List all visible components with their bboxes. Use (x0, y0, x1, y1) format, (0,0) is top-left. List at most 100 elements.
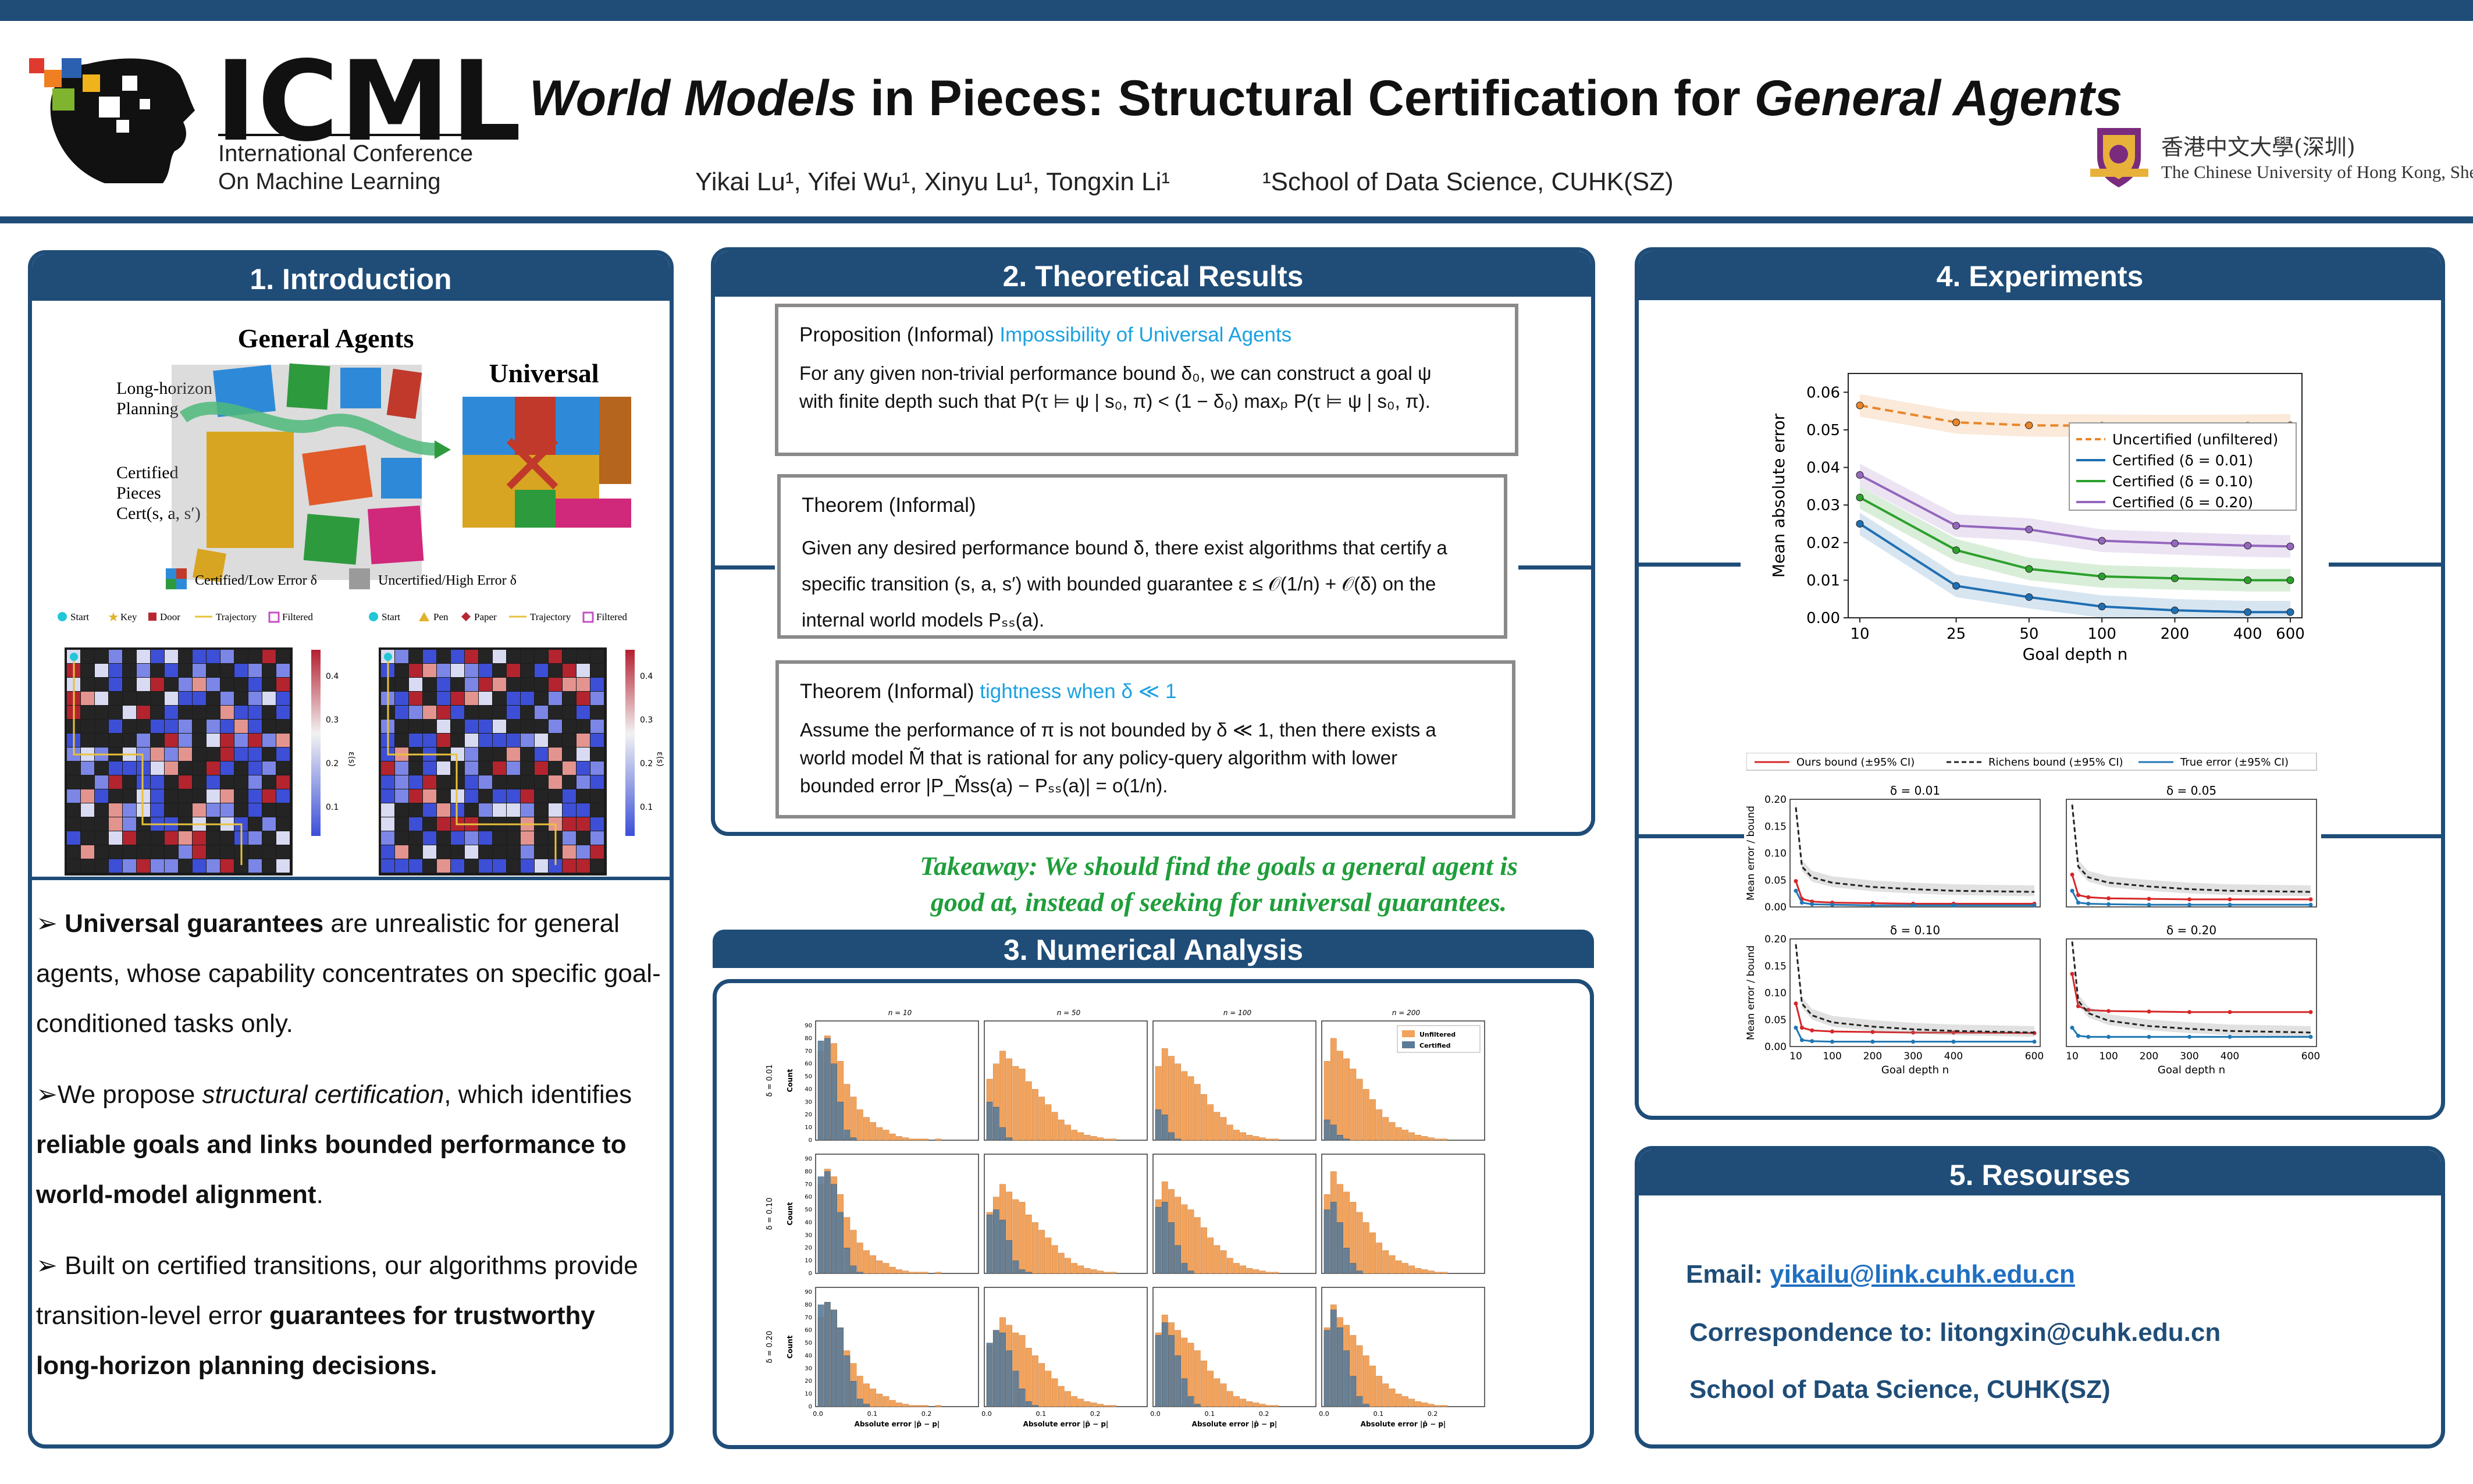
maze-cell (549, 803, 562, 817)
hist-bar-certified (1343, 1350, 1350, 1407)
hist-bar-unfiltered (921, 1272, 928, 1274)
maze-cell (577, 859, 590, 873)
hist-bar-unfiltered (909, 1138, 916, 1141)
mae-point (1952, 522, 1960, 530)
maze-cell (437, 803, 450, 817)
email-link[interactable]: yikailu@link.cuhk.edu.cn (1770, 1260, 2075, 1289)
maze-cell (248, 720, 262, 733)
hist-bar-unfiltered (1025, 1081, 1032, 1141)
maze-cell (95, 803, 108, 817)
mae-point (2170, 606, 2179, 614)
maze-cell (590, 720, 604, 733)
maze-cell (165, 664, 178, 677)
hist-bar-unfiltered (1194, 1217, 1201, 1274)
hist-ytick: 0 (809, 1271, 812, 1277)
maze-cell (151, 748, 164, 761)
maze-cell (465, 734, 478, 747)
hist-row-label: δ = 0.10 (766, 1197, 774, 1230)
theorem1-line2: specific transition (s, a, s′) with boun… (802, 573, 1436, 595)
hist-bar-certified (1187, 1396, 1194, 1407)
maze-cell (151, 734, 164, 747)
maze-cell (563, 650, 576, 663)
hist-bar-certified (831, 1309, 837, 1407)
maze-cell (123, 803, 136, 817)
eb-xtick-label: 600 (2301, 1051, 2320, 1062)
hist-bar-certified (1356, 1271, 1363, 1274)
resources-panel: 5. Resourses (1635, 1146, 2445, 1449)
maze-cell (535, 678, 548, 691)
maze-cell (67, 775, 80, 789)
maze-cell (590, 761, 604, 775)
maze-cell (137, 650, 150, 663)
hist-bar-unfiltered (1058, 1386, 1065, 1407)
hist-bar-unfiltered (1240, 1265, 1247, 1274)
mae-xlabel: Goal depth n (2023, 645, 2128, 664)
mae-point (2286, 608, 2294, 616)
mae-ytick-label: 0.02 (1806, 535, 1840, 552)
maze-cell (193, 748, 206, 761)
eb-point (2107, 1034, 2111, 1039)
hist-bar-unfiltered (1012, 1066, 1019, 1141)
maze-cell (507, 845, 520, 859)
hist-bar-unfiltered (1032, 1222, 1038, 1274)
maze-cell (493, 789, 506, 803)
legend-uncertified: Uncertified/High Error δ (378, 573, 517, 588)
title-part-3: General Agents (1754, 70, 2123, 126)
hist-bar-certified (999, 1332, 1006, 1407)
hist-bar-unfiltered (1019, 1202, 1026, 1274)
hist-bar-unfiltered (1369, 1099, 1376, 1141)
maze-cell (479, 650, 492, 663)
hist-bar-unfiltered (876, 1393, 883, 1407)
eb-point (1870, 1030, 1875, 1034)
exp-connector-r1 (2329, 563, 2442, 567)
hist-bar-unfiltered (1201, 1094, 1207, 1141)
maze-cell (507, 789, 520, 803)
svg-text:★: ★ (108, 610, 119, 624)
maze-cell (479, 789, 492, 803)
hist-bar-unfiltered (1441, 1138, 1448, 1141)
maze-cell (423, 650, 436, 663)
hist-bar-unfiltered (1356, 1079, 1363, 1141)
maze-cell (535, 720, 548, 733)
eb-ytick-label: 0.15 (1764, 960, 1787, 972)
maze-cell (381, 789, 394, 803)
maze-cell (109, 789, 122, 803)
eb-point (1951, 1030, 1956, 1035)
maze-cell (67, 761, 80, 775)
maze-cell (81, 845, 94, 859)
icml-logo: ICML International Conference On Machine… (29, 41, 521, 198)
connector-right (1518, 565, 1592, 570)
hist-bar-unfiltered (1006, 1058, 1013, 1141)
eb-point (1830, 902, 1835, 907)
hist-bar-unfiltered (1077, 1398, 1084, 1407)
hist-bar-unfiltered (1181, 1071, 1188, 1141)
hist-xtick: 0.1 (867, 1410, 878, 1418)
maze-cell (590, 748, 604, 761)
hist-bar-unfiltered (863, 1117, 870, 1141)
maze-cell (549, 789, 562, 803)
hist-bar-certified (1012, 1260, 1019, 1274)
hist-bar-unfiltered (1382, 1117, 1389, 1141)
maze-cell (234, 859, 248, 873)
hist-ytick: 80 (805, 1169, 812, 1175)
hist-bar-unfiltered (1051, 1245, 1058, 1274)
maze-cell (207, 845, 220, 859)
maze-cell (535, 706, 548, 719)
maze-cell (151, 775, 164, 789)
hist-bar-unfiltered (1104, 1405, 1111, 1407)
maze-cell (81, 706, 94, 719)
maze-cell (193, 803, 206, 817)
maze-cell (123, 692, 136, 705)
eb-xtick-label: 400 (2221, 1051, 2239, 1062)
eb-point (1794, 879, 1798, 884)
hist-bar-unfiltered (1362, 1089, 1369, 1141)
maze-cell (409, 650, 422, 663)
hist-bar-certified (1330, 1124, 1337, 1141)
maze-cell (549, 859, 562, 873)
maze-cell (165, 831, 178, 845)
hist-bar-unfiltered (1065, 1258, 1071, 1274)
maze-cell (193, 831, 206, 845)
hist-col-title: n = 100 (1223, 1009, 1252, 1017)
hist-bar-unfiltered (896, 1136, 902, 1141)
